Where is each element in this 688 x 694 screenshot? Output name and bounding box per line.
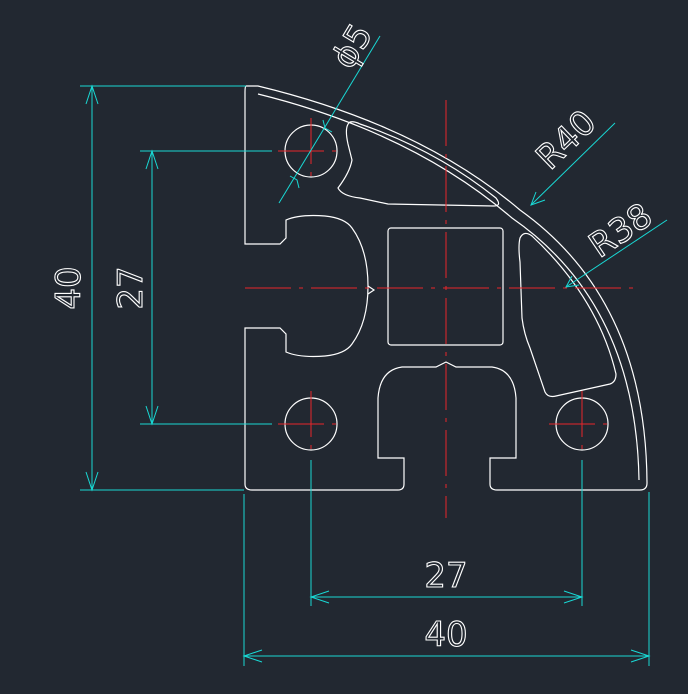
center-square-hole bbox=[387, 227, 504, 346]
dim-outer-radius: R40 bbox=[528, 102, 616, 206]
profile-outline bbox=[244, 85, 648, 491]
inner-radius-arc-r38 bbox=[257, 93, 640, 481]
dimensions: 40 27 27 40 bbox=[48, 17, 668, 666]
dim-text-outer-radius: R40 bbox=[528, 102, 604, 177]
dim-hole-diameter: ϕ5 bbox=[278, 17, 382, 204]
dim-inner-radius: R38 bbox=[565, 195, 668, 288]
dim-text-overall-width: 40 bbox=[424, 615, 467, 655]
dim-overall-height: 40 bbox=[48, 84, 246, 492]
right-cavity bbox=[518, 232, 617, 398]
dim-overall-width: 40 bbox=[242, 492, 651, 666]
dim-text-hole-pitch-vertical: 27 bbox=[111, 266, 151, 309]
dim-hole-pitch-vertical: 27 bbox=[110, 149, 272, 426]
left-slot-notch bbox=[367, 285, 376, 295]
dim-hole-pitch-horizontal: 27 bbox=[309, 460, 584, 606]
upper-cavity bbox=[337, 121, 500, 207]
dim-text-hole-pitch-horizontal: 27 bbox=[424, 556, 467, 596]
dim-text-hole-diameter: ϕ5 bbox=[324, 17, 381, 75]
dim-text-inner-radius: R38 bbox=[582, 196, 660, 267]
outer-contour bbox=[244, 85, 648, 491]
dim-text-overall-height: 40 bbox=[49, 266, 89, 309]
